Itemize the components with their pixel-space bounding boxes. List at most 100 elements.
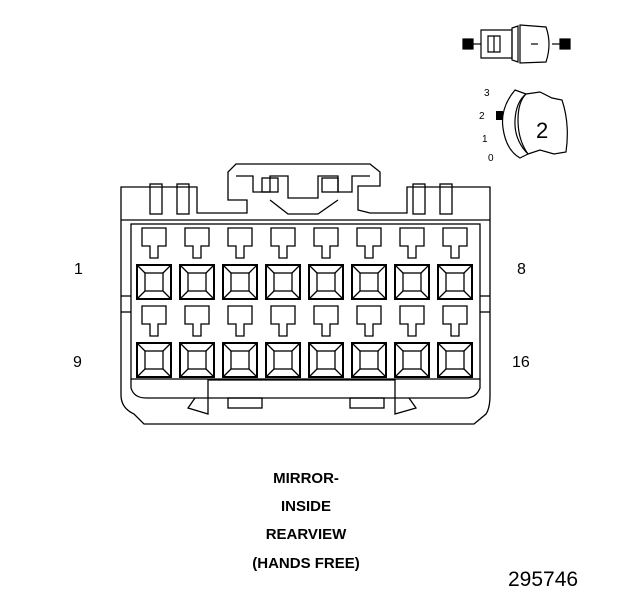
cavity-12 — [265, 305, 301, 378]
cavity-2 — [179, 227, 215, 300]
cavity-key-10 — [184, 305, 210, 337]
position-number-1: 1 — [482, 134, 488, 145]
pin-label-8: 8 — [517, 261, 526, 278]
cavity-bevel-5 — [308, 264, 344, 300]
cavity-key-16 — [442, 305, 468, 337]
cavity-inner-2 — [187, 272, 207, 292]
cavity-bevel-15 — [394, 342, 430, 378]
cavity-outer-7 — [394, 264, 430, 300]
figure-number: 295746 — [508, 568, 578, 591]
cavity-bevel-7 — [394, 264, 430, 300]
cavity-key-7 — [399, 227, 425, 259]
connector-side-view-icon — [462, 24, 571, 64]
cavity-key-12 — [270, 305, 296, 337]
cavity-key-1 — [141, 227, 167, 259]
cavity-5 — [308, 227, 344, 300]
cavity-key-11 — [227, 305, 253, 337]
cavity-inner-6 — [359, 272, 379, 292]
cavity-inner-4 — [273, 272, 293, 292]
cavity-grid — [136, 227, 473, 378]
cavity-key-3 — [227, 227, 253, 259]
caption-line-3: REARVIEW — [266, 526, 347, 543]
cavity-bevel-1 — [136, 264, 172, 300]
position-number-0: 0 — [488, 153, 494, 164]
cavity-key-2 — [184, 227, 210, 259]
position-selected: 2 — [536, 118, 548, 143]
cavity-key-6 — [356, 227, 382, 259]
cavity-bevel-16 — [437, 342, 473, 378]
position-number-2: 2 — [479, 111, 485, 122]
pin-label-9: 9 — [73, 354, 82, 371]
cavity-inner-11 — [230, 350, 250, 370]
pin-label-1: 1 — [74, 261, 83, 278]
cavity-15 — [394, 305, 430, 378]
cavity-11 — [222, 305, 258, 378]
cavity-bevel-13 — [308, 342, 344, 378]
cavity-outer-13 — [308, 342, 344, 378]
cavity-key-4 — [270, 227, 296, 259]
cavity-key-9 — [141, 305, 167, 337]
cavity-outer-3 — [222, 264, 258, 300]
position-indicator: 3 2 1 0 2 — [479, 88, 568, 164]
cavity-7 — [394, 227, 430, 300]
caption: MIRROR- INSIDE REARVIEW (HANDS FREE) — [252, 470, 360, 572]
cavity-key-5 — [313, 227, 339, 259]
caption-line-2: INSIDE — [281, 498, 331, 515]
cavity-outer-14 — [351, 342, 387, 378]
cavity-6 — [351, 227, 387, 300]
cavity-bevel-2 — [179, 264, 215, 300]
cavity-inner-13 — [316, 350, 336, 370]
caption-line-1: MIRROR- — [273, 470, 339, 487]
cavity-inner-15 — [402, 350, 422, 370]
cavity-key-8 — [442, 227, 468, 259]
connector-body — [120, 163, 491, 425]
cavity-inner-16 — [445, 350, 465, 370]
cavity-outer-1 — [136, 264, 172, 300]
cavity-bevel-11 — [222, 342, 258, 378]
cavity-outer-16 — [437, 342, 473, 378]
cavity-bevel-6 — [351, 264, 387, 300]
cavity-bevel-14 — [351, 342, 387, 378]
cavity-key-13 — [313, 305, 339, 337]
cavity-key-14 — [356, 305, 382, 337]
cavity-bevel-8 — [437, 264, 473, 300]
cavity-bevel-12 — [265, 342, 301, 378]
cavity-13 — [308, 305, 344, 378]
cavity-16 — [437, 305, 473, 378]
cavity-outer-8 — [437, 264, 473, 300]
cavity-key-15 — [399, 305, 425, 337]
cavity-10 — [179, 305, 215, 378]
cavity-outer-15 — [394, 342, 430, 378]
cavity-3 — [222, 227, 258, 300]
cavity-inner-8 — [445, 272, 465, 292]
cavity-bevel-9 — [136, 342, 172, 378]
cavity-bevel-10 — [179, 342, 215, 378]
cavity-outer-9 — [136, 342, 172, 378]
cavity-inner-7 — [402, 272, 422, 292]
cavity-inner-14 — [359, 350, 379, 370]
position-marker — [496, 111, 503, 120]
cavity-inner-1 — [144, 272, 164, 292]
position-number-3: 3 — [484, 88, 490, 99]
cavity-outer-2 — [179, 264, 215, 300]
cavity-inner-3 — [230, 272, 250, 292]
cavity-9 — [136, 305, 172, 378]
cavity-inner-5 — [316, 272, 336, 292]
cavity-outer-4 — [265, 264, 301, 300]
cavity-14 — [351, 305, 387, 378]
cavity-4 — [265, 227, 301, 300]
cavity-inner-10 — [187, 350, 207, 370]
cavity-bevel-4 — [265, 264, 301, 300]
cavity-1 — [136, 227, 172, 300]
cavity-outer-5 — [308, 264, 344, 300]
cavity-8 — [437, 227, 473, 300]
cavity-bevel-3 — [222, 264, 258, 300]
cavity-inner-9 — [144, 350, 164, 370]
caption-line-4: (HANDS FREE) — [252, 555, 360, 572]
cavity-outer-10 — [179, 342, 215, 378]
cavity-inner-12 — [273, 350, 293, 370]
cavity-outer-12 — [265, 342, 301, 378]
cavity-outer-6 — [351, 264, 387, 300]
cavity-outer-11 — [222, 342, 258, 378]
